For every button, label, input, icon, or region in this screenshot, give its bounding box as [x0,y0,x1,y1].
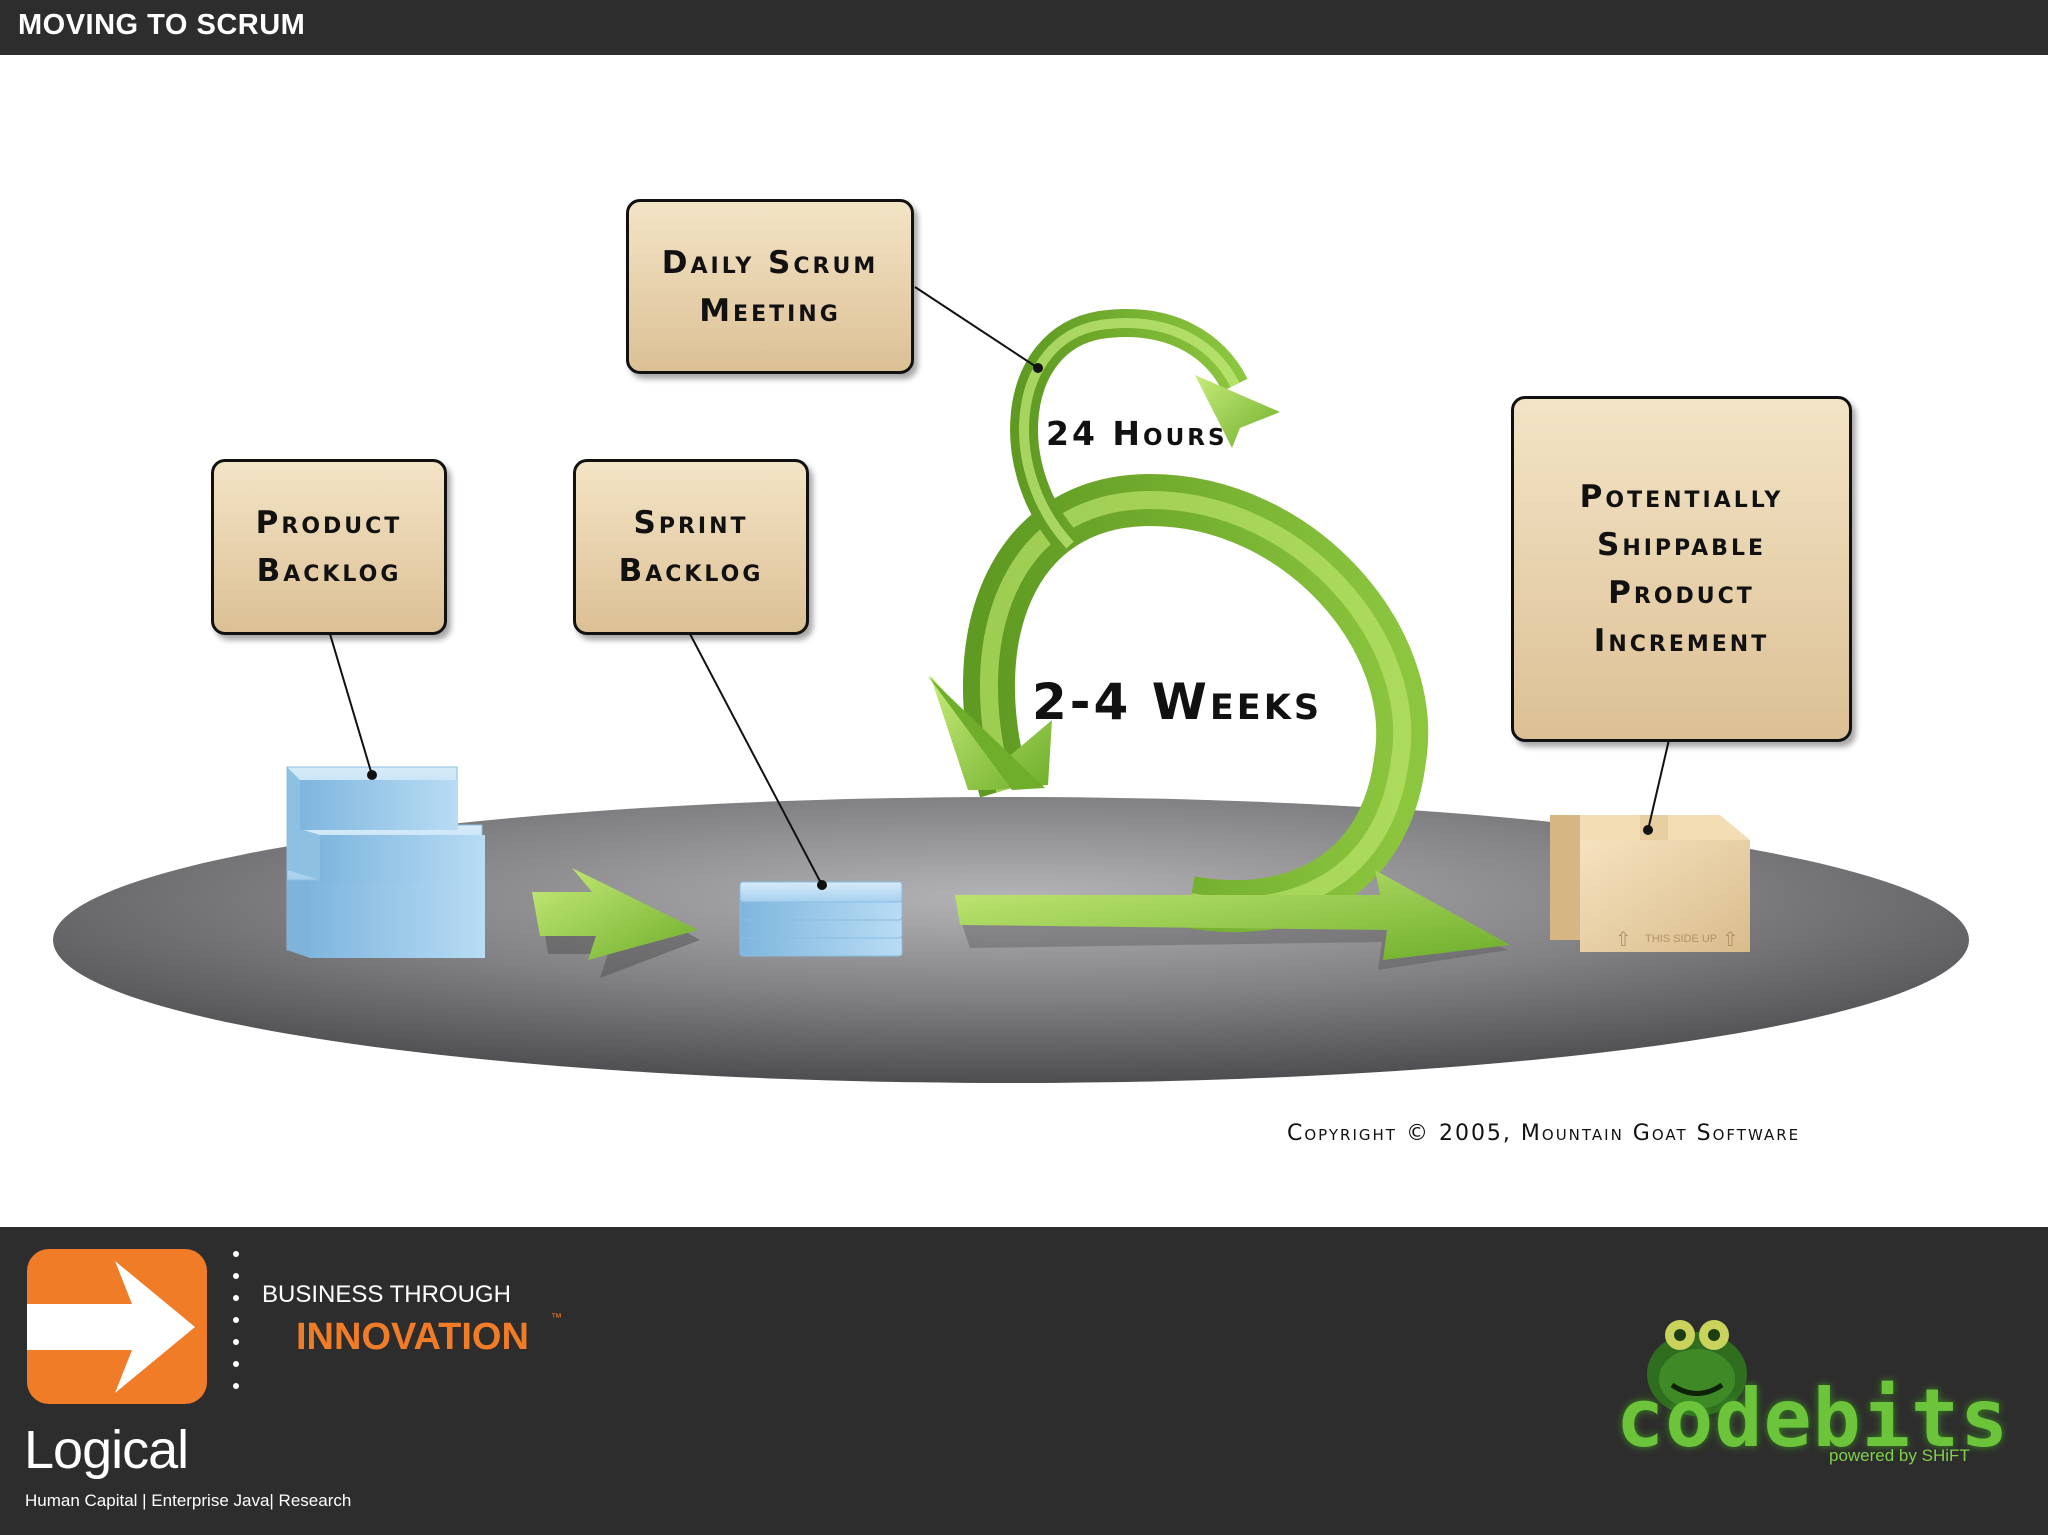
increment-line-1: Potentially [1579,479,1784,515]
daily-scrum-line-2: Meeting [699,292,841,329]
increment-line-2: Shippable [1597,527,1766,563]
footer-bar: Logical BUSINESS THROUGH INNOVATION ™ Hu… [0,1227,2048,1535]
sprint-backlog-stack [739,881,903,957]
weeks-label: 2-4 Weeks [1032,673,1323,731]
sprint-backlog-line-1: Sprint [633,505,749,541]
codebits-powered-by: powered by SHiFT [1829,1446,1970,1465]
title-bar: MOVING TO SCRUM [0,0,2048,55]
shippable-package: THIS SIDE UP ⇧ ⇧ [1550,815,1750,952]
increment-line-4: Increment [1593,623,1770,659]
tagline-bottom: INNOVATION [296,1316,529,1358]
slide-body: THIS SIDE UP ⇧ ⇧ Daily Scrum Meeting Pro… [0,55,2048,1227]
product-backlog-line-1: Product [255,505,403,541]
sprint-cycle-arrow [928,473,1510,970]
logical-logo [27,1249,207,1404]
package-label: THIS SIDE UP [1645,933,1717,945]
copyright-notice: Copyright © 2005, Mountain Goat Software [1287,1121,1801,1146]
sprint-backlog-box: Sprint Backlog [573,459,809,635]
trademark-mark: ™ [551,1312,562,1324]
daily-scrum-box: Daily Scrum Meeting [626,199,914,374]
product-backlog-line-2: Backlog [256,553,402,589]
slide-title: MOVING TO SCRUM [18,9,306,41]
increment-line-3: Product [1608,575,1755,611]
flow-arrow-small [532,868,700,978]
callout-lines [329,286,1682,890]
logical-wordmark: Logical [24,1420,189,1480]
dotted-divider [233,1251,239,1389]
daily-cycle-arrow [1010,309,1280,555]
codebits-wordmark: codebits [1616,1372,2010,1465]
up-arrow-icon: ⇧ [1722,927,1739,951]
frog-icon [1647,1320,1747,1416]
product-backlog-box: Product Backlog [211,459,447,635]
platform-disc [53,797,1969,1083]
increment-box: Potentially Shippable Product Increment [1511,396,1852,742]
scrum-diagram: THIS SIDE UP ⇧ ⇧ [53,286,1969,1083]
footer-subtitle: Human Capital | Enterprise Java| Researc… [25,1491,352,1510]
daily-scrum-line-1: Daily Scrum [661,244,879,281]
orange-arrow-icon [27,1249,207,1404]
up-arrow-icon: ⇧ [1615,927,1632,951]
sprint-backlog-line-2: Backlog [618,553,764,589]
hours-label: 24 Hours [1046,414,1228,453]
product-backlog-stack [286,766,485,958]
codebits-logo [1610,1287,2010,1507]
tagline-top: BUSINESS THROUGH [262,1281,511,1308]
